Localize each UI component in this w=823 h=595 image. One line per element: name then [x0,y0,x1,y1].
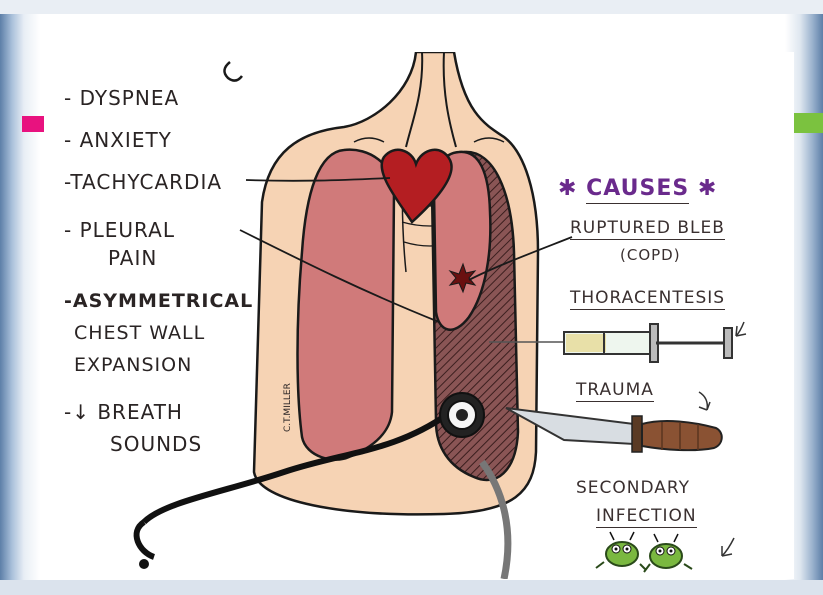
symptom-asymmetrical-line1: -ASYMMETRICAL [64,292,253,311]
symptom-pleural-line2: PAIN [108,248,157,268]
symptom-breath-line1: -↓ BREATH [64,402,183,422]
causes-title: ✱ CAUSES ✱ [558,178,717,200]
cause-thoracentesis: THORACENTESIS [570,290,725,310]
accent-bar-right [790,113,823,133]
symptom-asymmetrical-line2: CHEST WALL [74,324,205,343]
artist-signature: C.T.MILLER [284,383,293,432]
germ-icon [596,532,734,572]
cause-infection: INFECTION [596,508,697,528]
hook-icon [224,62,242,81]
pneumothorax-illustration: - DYSPNEA - ANXIETY -TACHYCARDIA - PLEUR… [44,52,794,579]
symptom-anxiety: - ANXIETY [64,130,172,150]
cause-copd: (COPD) [620,248,681,263]
causes-star-left: ✱ [558,176,577,201]
symptom-dyspnea: - DYSPNEA [64,88,179,108]
cause-secondary: SECONDARY [576,480,690,497]
accent-bar-left [22,116,44,132]
causes-title-text: CAUSES [586,176,689,204]
cause-ruptured-bleb: RUPTURED BLEB [570,220,725,240]
slide-top-strip [0,0,823,14]
symptom-tachycardia: -TACHYCARDIA [64,172,222,192]
symptom-asymmetrical-line3: EXPANSION [74,356,192,375]
lung-left [298,150,395,460]
symptom-pleural-line1: - PLEURAL [64,220,175,240]
cause-trauma: TRAUMA [576,382,654,402]
causes-star-right: ✱ [698,176,717,201]
symptom-breath-line2: SOUNDS [110,434,202,454]
slide-bottom-strip [0,580,823,595]
